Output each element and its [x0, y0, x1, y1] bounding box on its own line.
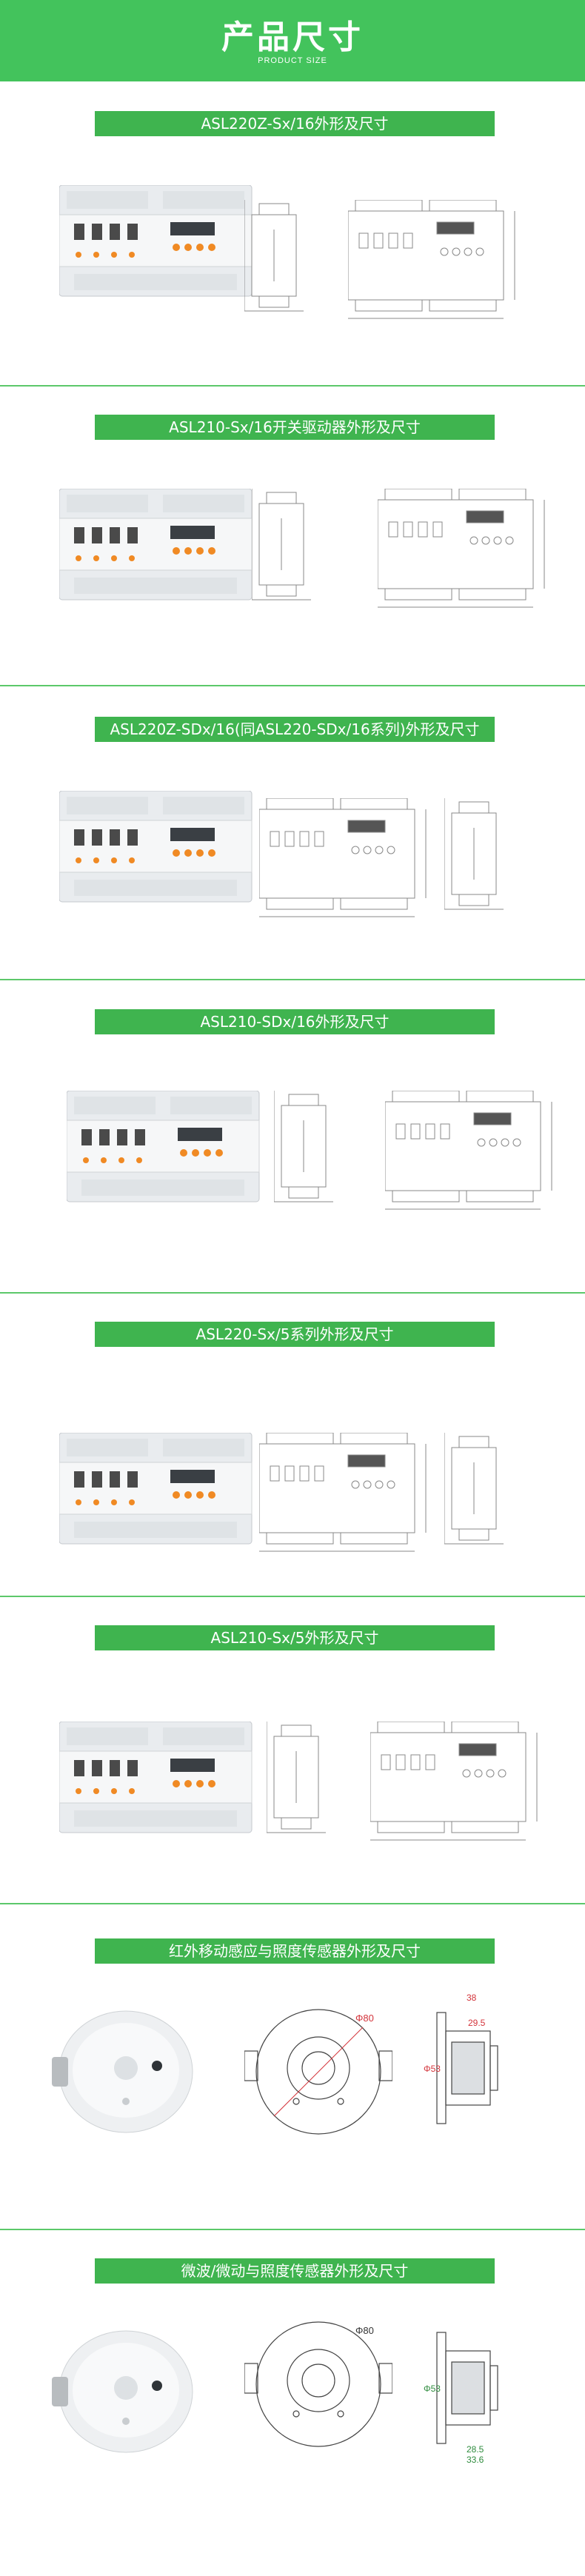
page-header: 产品尺寸 PRODUCT SIZE	[0, 0, 585, 81]
front-dimension-drawing	[259, 1433, 427, 1552]
sensor-photo	[52, 2330, 193, 2453]
width-label-2: 29.5	[468, 2018, 486, 2028]
section-divider	[0, 1596, 585, 1597]
section-divider	[0, 685, 585, 686]
front-dimension-drawing	[378, 489, 545, 608]
sensor-front-drawing: Φ80	[244, 2009, 392, 2135]
section-title: ASL220Z-Sx/16外形及尺寸	[95, 111, 495, 136]
product-photo	[59, 1722, 253, 1833]
height-label: Φ53	[424, 2383, 441, 2394]
section-title: ASL210-Sx/5外形及尺寸	[95, 1625, 495, 1650]
side-dimension-drawing	[252, 489, 312, 600]
page-subtitle: PRODUCT SIZE	[258, 56, 327, 65]
front-dimension-drawing	[370, 1722, 538, 1841]
sensor-side-drawing: Φ53 28.5 33.6	[424, 2332, 498, 2465]
sensor-front-drawing: Φ80	[244, 2321, 392, 2447]
product-photo	[59, 791, 253, 903]
section-divider	[0, 2229, 585, 2230]
side-dimension-drawing	[267, 1722, 327, 1833]
side-dimension-drawing	[444, 798, 504, 910]
front-dimension-drawing	[348, 200, 515, 319]
product-photo	[67, 1091, 260, 1202]
side-dimension-drawing	[274, 1091, 334, 1202]
section-divider	[0, 1292, 585, 1294]
section-divider	[0, 385, 585, 387]
front-dimension-drawing	[385, 1091, 552, 1210]
side-dimension-drawing	[244, 200, 304, 312]
section-title: ASL220Z-SDx/16(同ASL220-SDx/16系列)外形及尺寸	[95, 717, 495, 742]
section-title: ASL210-Sx/16开关驱动器外形及尺寸	[95, 415, 495, 440]
width-label-2: 33.6	[467, 2455, 484, 2465]
diameter-label: Φ80	[355, 2325, 374, 2336]
section-divider	[0, 1903, 585, 1904]
product-photo	[59, 185, 253, 297]
section-title: ASL220-Sx/5系列外形及尺寸	[95, 1322, 495, 1347]
section-title: ASL210-SDx/16外形及尺寸	[95, 1009, 495, 1034]
width-label-1: 28.5	[467, 2444, 484, 2455]
front-dimension-drawing	[259, 798, 427, 917]
sensor-photo	[52, 2010, 193, 2133]
product-photo	[59, 1433, 253, 1545]
section-title: 微波/微动与照度传感器外形及尺寸	[95, 2258, 495, 2284]
section-divider	[0, 979, 585, 980]
width-label-1: 38	[467, 1993, 477, 2003]
page-title: 产品尺寸	[221, 19, 364, 56]
product-photo	[59, 489, 253, 600]
sensor-side-drawing: 38 29.5 Φ53	[424, 1993, 498, 2124]
side-dimension-drawing	[444, 1433, 504, 1545]
height-label: Φ53	[424, 2064, 441, 2074]
diameter-label: Φ80	[355, 2013, 374, 2024]
section-title: 红外移动感应与照度传感器外形及尺寸	[95, 1938, 495, 1964]
